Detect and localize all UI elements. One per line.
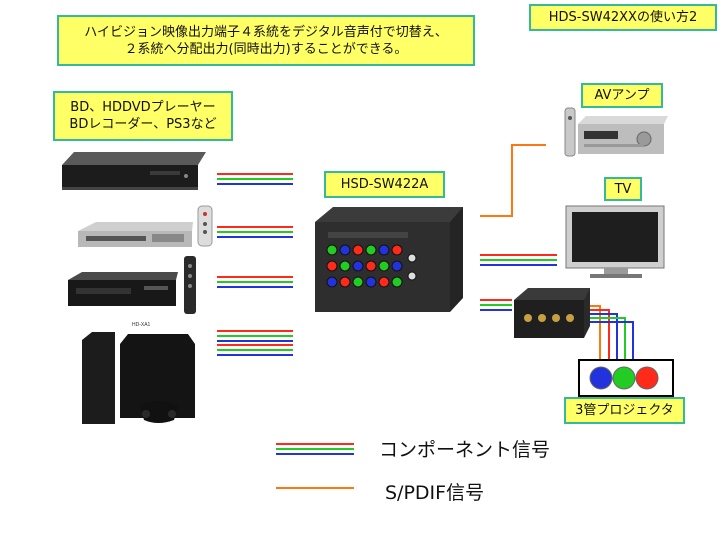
bd-recorder-image xyxy=(68,256,196,314)
source-cable-3 xyxy=(217,276,293,288)
projector-cable-in xyxy=(480,299,512,311)
page-label-box: HDS-SW42XXの使い方2 xyxy=(529,4,717,31)
tv-label: TV xyxy=(614,181,632,197)
source-cables xyxy=(217,173,293,356)
projector-image xyxy=(578,359,674,397)
source-cable-4 xyxy=(217,330,293,342)
source-cable-2 xyxy=(217,226,293,238)
source-cable-5 xyxy=(217,344,293,356)
amp-label-box: AVアンプ xyxy=(581,83,663,108)
switcher-image xyxy=(315,207,463,312)
tv-cable xyxy=(480,254,557,266)
switcher-label-box: HSD-SW422A xyxy=(324,171,445,198)
tv-label-box: TV xyxy=(604,177,642,201)
title-line-1: ハイビジョン映像出力端子４系統をデジタル音声付で切替え、 xyxy=(84,24,448,40)
switcher-jacks xyxy=(326,244,417,288)
av-amp-image xyxy=(564,107,668,157)
projector-cable-out xyxy=(590,305,634,360)
hddvd-recorder-image xyxy=(78,205,213,247)
legend-component-swatch xyxy=(276,443,354,455)
bd-player-image xyxy=(62,152,206,190)
sources-label-box: BD、HDDVDプレーヤー BDレコーダー、PS3など xyxy=(53,91,233,141)
ps3-console-image: HD-XA1 xyxy=(82,322,195,424)
title-line-2: ２系統へ分配出力(同時出力)することができる。 xyxy=(124,41,408,57)
legend-spdif-label: S/PDIF信号 xyxy=(385,482,485,504)
converter-box-image xyxy=(514,288,590,338)
projector-label: 3管プロジェクタ xyxy=(575,403,674,418)
legend xyxy=(276,443,354,489)
spdif-line-to-amp xyxy=(480,144,546,217)
device-caption: HD-XA1 xyxy=(132,322,151,328)
sources-label-line-1: BD、HDDVDプレーヤー xyxy=(70,100,216,115)
page-label: HDS-SW42XXの使い方2 xyxy=(548,10,698,25)
tv-image xyxy=(565,205,665,278)
legend-component-label: コンポーネント信号 xyxy=(379,439,551,461)
title-box: ハイビジョン映像出力端子４系統をデジタル音声付で切替え、 ２系統へ分配出力(同時… xyxy=(57,15,475,66)
sources-label-line-2: BDレコーダー、PS3など xyxy=(69,117,217,132)
source-cable-1 xyxy=(217,173,293,185)
amp-label: AVアンプ xyxy=(594,88,650,103)
switcher-label: HSD-SW422A xyxy=(340,177,429,192)
projector-label-box: 3管プロジェクタ xyxy=(564,397,685,424)
